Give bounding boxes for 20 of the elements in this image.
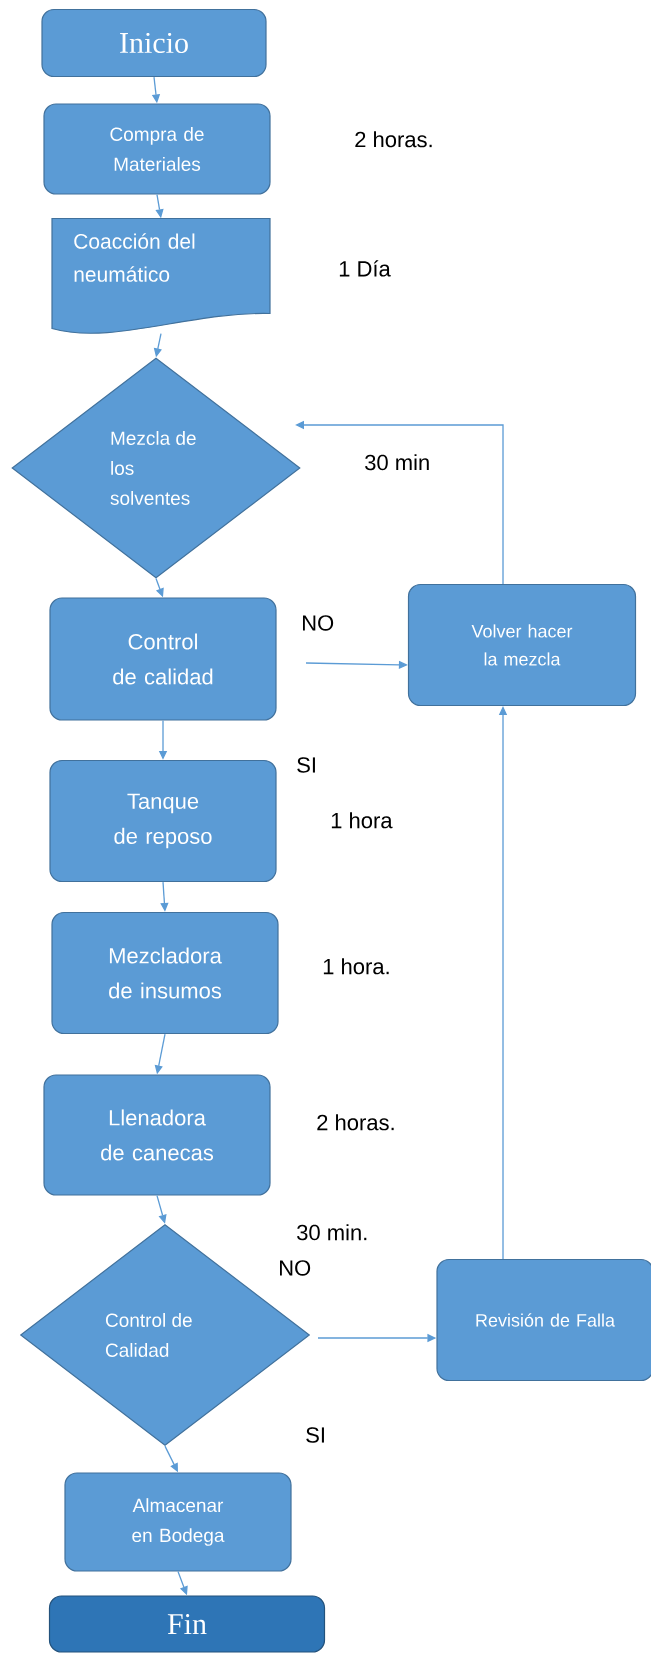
process-box: Tanque de reposo <box>49 759 277 883</box>
text-label: 2 horas. <box>355 131 432 148</box>
edge-label: 30 min <box>365 454 429 471</box>
process-box: Compra de Materiales <box>43 103 271 195</box>
edge-label: NO <box>280 1260 311 1276</box>
duration-label: 1 Día <box>339 260 391 277</box>
edge-label: NO <box>303 615 334 631</box>
process-box: Volver hacer la mezcla <box>407 583 637 707</box>
duration-label: 1 hora <box>331 812 393 829</box>
process-box: Almacenar en Bodega <box>64 1472 292 1572</box>
start-box: Inicio <box>41 8 267 78</box>
process-box: Revisión de Falla <box>436 1258 651 1382</box>
duration-label: 2 horas. <box>317 1114 394 1131</box>
process-box: Control de calidad <box>49 597 277 721</box>
document-box: Coacción del neumático <box>51 217 271 334</box>
process-box: Llenadora de canecas <box>43 1074 271 1196</box>
text-label: SI <box>297 757 315 773</box>
duration-label: 1 hora. <box>323 958 389 975</box>
end-box: Fin <box>48 1595 326 1653</box>
process-box: Mezcladora de insumos <box>51 911 279 1035</box>
